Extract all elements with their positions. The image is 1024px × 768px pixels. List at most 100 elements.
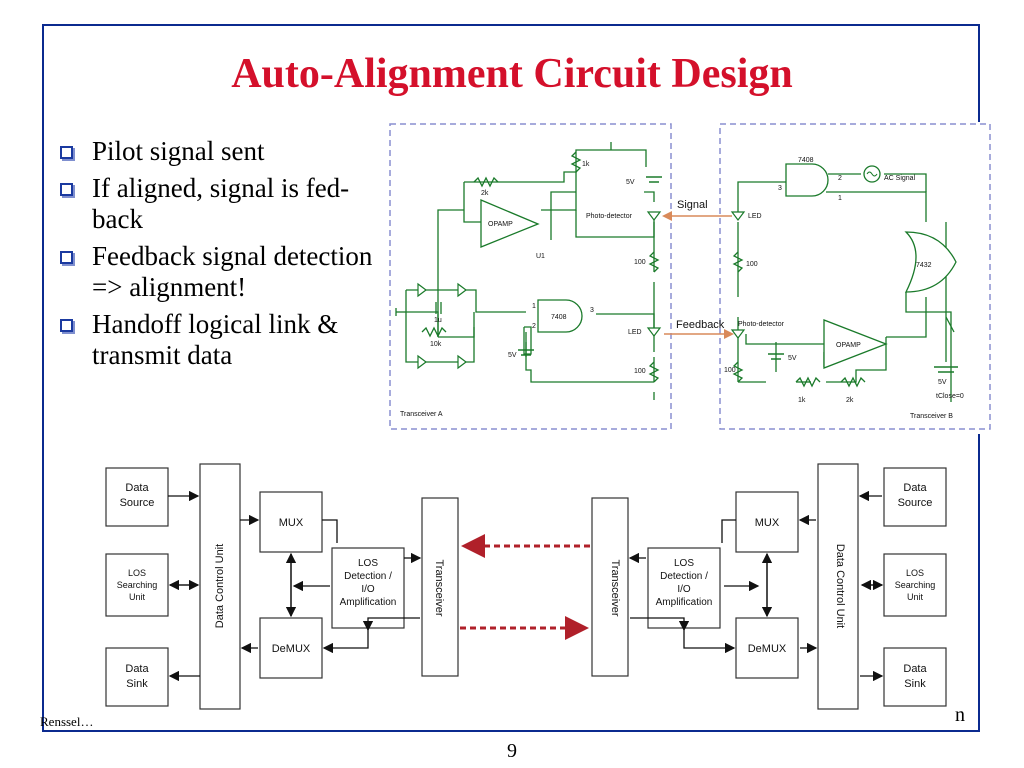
svg-text:5V: 5V xyxy=(508,352,517,359)
svg-text:Sink: Sink xyxy=(904,678,926,690)
svg-text:LOS: LOS xyxy=(906,568,924,578)
svg-text:Data: Data xyxy=(125,482,149,494)
svg-text:Unit: Unit xyxy=(129,592,146,602)
right-mux-box xyxy=(735,491,799,553)
bullet-item: Pilot signal sent xyxy=(58,136,378,167)
bullet-item: Feedback signal detection => alignment! xyxy=(58,241,378,303)
svg-text:2: 2 xyxy=(532,323,536,330)
svg-text:1k: 1k xyxy=(582,161,590,168)
left-los-searching-box xyxy=(105,553,169,617)
right-data-sink-box xyxy=(883,647,947,707)
bullet-list: Pilot signal sent If aligned, signal is … xyxy=(58,136,378,377)
resistor-100-b1 xyxy=(732,251,744,273)
left-dcu-box xyxy=(199,463,241,710)
svg-text:LED: LED xyxy=(628,329,642,336)
svg-text:100: 100 xyxy=(634,368,646,375)
svg-text:OPAMP: OPAMP xyxy=(488,221,513,228)
bullet-box-icon xyxy=(60,183,73,196)
resistor-2k-a xyxy=(473,176,499,188)
svg-text:5V: 5V xyxy=(938,379,947,386)
svg-text:AC Signal: AC Signal xyxy=(884,175,916,182)
opamp-b: OPAMP xyxy=(823,319,888,369)
circuit-schematic: OPAMP U1 2k 1k 100 100 5V Photo-detector… xyxy=(386,122,994,434)
footer-right: n xyxy=(955,704,965,726)
and-gate-b xyxy=(785,163,829,197)
left-transceiver-box xyxy=(421,497,459,677)
svg-text:1u: 1u xyxy=(434,317,442,324)
resistor-2k-b xyxy=(840,376,866,388)
bullet-box-icon xyxy=(60,146,73,159)
svg-text:Source: Source xyxy=(898,497,933,509)
svg-text:tClose=0: tClose=0 xyxy=(936,393,964,400)
svg-text:Feedback: Feedback xyxy=(676,319,725,331)
svg-text:Amplification: Amplification xyxy=(340,597,397,608)
svg-text:7408: 7408 xyxy=(798,157,814,164)
transceiver-b-box xyxy=(719,123,991,430)
bullet-box-icon xyxy=(60,251,73,264)
svg-text:2k: 2k xyxy=(481,190,489,197)
bullet-text: Pilot signal sent xyxy=(92,136,265,166)
opamp-a: OPAMP xyxy=(480,199,540,248)
svg-text:3: 3 xyxy=(778,185,782,192)
right-los-detect-box xyxy=(647,547,721,629)
svg-text:10k: 10k xyxy=(430,341,442,348)
svg-text:2k: 2k xyxy=(846,397,854,404)
led-b xyxy=(730,211,746,221)
right-data-source-box xyxy=(883,467,947,527)
svg-text:7432: 7432 xyxy=(916,262,932,269)
footer-left: Renssel… xyxy=(40,714,94,729)
left-data-source-box xyxy=(105,467,169,527)
svg-text:DeMUX: DeMUX xyxy=(272,643,311,655)
svg-text:5V: 5V xyxy=(626,179,635,186)
bullet-text: Feedback signal detection => alignment! xyxy=(92,241,373,302)
svg-text:Data Control Unit: Data Control Unit xyxy=(214,544,226,628)
left-mux-box xyxy=(259,491,323,553)
photodetector-b xyxy=(730,329,746,339)
slide-title: Auto-Alignment Circuit Design xyxy=(231,51,793,97)
bullet-item: Handoff logical link & transmit data xyxy=(58,309,378,371)
svg-text:Data: Data xyxy=(903,482,927,494)
svg-text:MUX: MUX xyxy=(279,517,304,529)
svg-text:Photo-detector: Photo-detector xyxy=(738,321,785,328)
svg-text:Searching: Searching xyxy=(117,580,158,590)
svg-text:LED: LED xyxy=(748,213,762,220)
svg-text:Unit: Unit xyxy=(907,592,924,602)
resistor-1k-b xyxy=(795,376,821,388)
svg-text:I/O: I/O xyxy=(361,584,375,595)
svg-text:U1: U1 xyxy=(536,253,545,260)
svg-text:Data: Data xyxy=(125,663,149,675)
svg-text:1: 1 xyxy=(838,195,842,202)
svg-text:Transceiver B: Transceiver B xyxy=(910,413,953,420)
svg-text:LOS: LOS xyxy=(674,558,694,569)
svg-text:100: 100 xyxy=(746,261,758,268)
svg-text:Searching: Searching xyxy=(895,580,936,590)
svg-text:Transceiver A: Transceiver A xyxy=(400,411,443,418)
bullet-item: If aligned, signal is fed-back xyxy=(58,173,378,235)
left-los-detect-box xyxy=(331,547,405,629)
svg-text:Transceiver: Transceiver xyxy=(609,559,621,616)
right-demux-box xyxy=(735,617,799,679)
svg-text:OPAMP: OPAMP xyxy=(836,342,861,349)
led-a xyxy=(646,327,662,337)
svg-text:Source: Source xyxy=(120,497,155,509)
block-diagram: Data Source LOS Searching Unit Data Sink… xyxy=(92,458,952,712)
right-los-searching-box xyxy=(883,553,947,617)
bullet-text: If aligned, signal is fed-back xyxy=(92,173,350,234)
svg-text:DeMUX: DeMUX xyxy=(748,643,787,655)
and-gate-a xyxy=(537,299,583,333)
svg-text:Data Control Unit: Data Control Unit xyxy=(834,544,846,628)
svg-text:7408: 7408 xyxy=(551,314,567,321)
svg-text:Photo-detector: Photo-detector xyxy=(586,213,633,220)
resistor-100-b2 xyxy=(732,361,744,383)
bullet-box-icon xyxy=(60,319,73,332)
svg-text:Data: Data xyxy=(903,663,927,675)
page-number: 9 xyxy=(507,740,517,762)
svg-text:Detection /: Detection / xyxy=(344,571,392,582)
svg-text:100: 100 xyxy=(634,259,646,266)
svg-text:Sink: Sink xyxy=(126,678,148,690)
svg-text:Transceiver: Transceiver xyxy=(433,559,445,616)
svg-text:MUX: MUX xyxy=(755,517,780,529)
svg-text:2: 2 xyxy=(838,175,842,182)
svg-text:1k: 1k xyxy=(798,397,806,404)
transceiver-a-box xyxy=(389,123,672,430)
